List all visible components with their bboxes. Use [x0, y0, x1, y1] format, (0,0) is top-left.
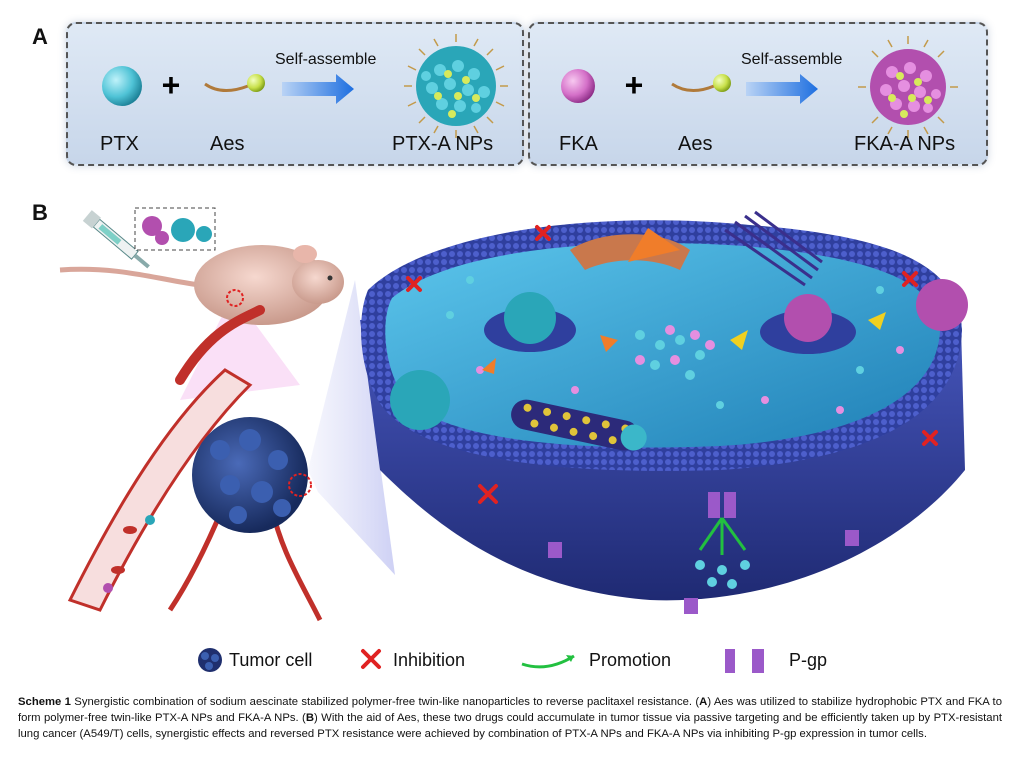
promotion-legend-icon — [521, 654, 575, 669]
panel-b-letter: B — [32, 200, 48, 225]
caption-part-2: ) Aes was utilized to stabilize hydropho… — [18, 696, 1002, 724]
uptake-arrow-yellow — [730, 330, 748, 350]
caption-ref-b: B — [305, 712, 314, 724]
mouse-eye — [327, 275, 333, 281]
ptx-molecule-icon — [102, 66, 142, 106]
inset-ptx-np-icon — [171, 218, 195, 242]
legend-promotion: Promotion — [589, 650, 672, 670]
effluxed-drugs — [695, 560, 750, 589]
panel-a-graphics: + + — [102, 34, 958, 138]
panel-a-letter: A — [32, 24, 48, 49]
outside-ptx-a-np — [390, 370, 450, 430]
fka-molecule-icon — [561, 69, 595, 103]
red-blood-cell — [123, 526, 137, 534]
inhibition-marks — [406, 225, 938, 504]
circulating-np — [145, 515, 155, 525]
self-assemble-label-left: Self-assemble — [275, 51, 377, 68]
inset-fka-np-small-icon — [155, 231, 169, 245]
figure-caption: Scheme 1 Synergistic combination of sodi… — [18, 694, 1002, 742]
uptake-arrow-orange-2 — [482, 358, 496, 374]
legend-tumor-cell: Tumor cell — [229, 650, 313, 670]
legend-graphics — [198, 648, 764, 673]
self-assemble-label-right: Self-assemble — [741, 51, 843, 68]
microtubule-bundle — [724, 210, 823, 287]
ptx-a-np-icon — [404, 34, 508, 138]
fka-a-np-icon — [858, 36, 958, 138]
caption-lead: Scheme 1 — [18, 696, 71, 708]
zoom-projection-beam — [308, 280, 395, 575]
outside-fka-a-np — [916, 279, 968, 331]
panel-b-illustration — [59, 207, 968, 622]
fka-label: FKA — [559, 133, 598, 155]
ptx-label: PTX — [100, 133, 139, 155]
aes-tail-left — [204, 82, 249, 92]
syringe-icon — [82, 210, 150, 269]
plus-sign-right: + — [625, 67, 644, 103]
tumor-site-marker — [226, 289, 244, 307]
pgp-legend-icon — [725, 649, 764, 673]
blood-vessel-illustration — [67, 305, 323, 622]
mouse-ear — [293, 245, 317, 263]
mouse-zoom-beam — [180, 310, 300, 400]
tumor-cell-illustration — [360, 210, 968, 614]
pgp-pump-wall-3 — [684, 598, 698, 614]
legend-inhibition: Inhibition — [393, 650, 466, 670]
red-blood-cell — [111, 566, 125, 574]
pgp-pump-wall-2 — [845, 530, 859, 546]
self-assemble-arrow-right — [746, 74, 818, 104]
caption-part-3: ) With the aid of Aes, these two drugs c… — [18, 712, 1002, 740]
free-drug-molecules — [446, 276, 904, 414]
endocytosed-ptx-np — [504, 292, 556, 344]
uptake-arrow-orange — [600, 335, 618, 352]
mouse-tail — [59, 266, 201, 288]
aes-tail-right — [671, 82, 715, 92]
ptx-a-nps-label: PTX-A NPs — [392, 133, 494, 155]
pgp-pump — [708, 492, 736, 518]
caption-ref-a: A — [699, 696, 708, 708]
uptake-arrow-yellow-2 — [868, 312, 886, 330]
aes-label-right: Aes — [678, 133, 713, 155]
pgp-pump-wall — [548, 542, 562, 558]
promotion-arrows — [698, 517, 747, 555]
caption-part-1: Synergistic combination of sodium aescin… — [70, 696, 700, 708]
aes-molecule-icon — [247, 74, 265, 92]
fka-a-nps-label: FKA-A NPs — [854, 133, 956, 155]
tumor-zoom-marker — [288, 473, 312, 497]
nucleus-cutaway — [628, 228, 680, 262]
vessel-branch-top — [175, 305, 265, 385]
microtubule — [511, 399, 647, 451]
circulating-np — [103, 583, 113, 593]
mouse-head — [292, 260, 344, 304]
aes-molecule-icon-right — [713, 74, 731, 92]
aes-label-left: Aes — [210, 133, 245, 155]
endocytosed-fka-np — [784, 294, 832, 342]
mouse-body — [194, 245, 330, 325]
inset-fka-np-icon — [142, 216, 162, 236]
self-assemble-arrow-left — [282, 74, 354, 104]
legend-pgp: P-gp — [789, 650, 828, 670]
inhibition-legend-icon — [361, 649, 381, 669]
blood-vessel-cut — [67, 368, 253, 612]
plus-sign-left: + — [162, 67, 181, 103]
mouse-illustration — [59, 207, 344, 325]
inset-ptx-np-small-icon — [196, 226, 212, 242]
